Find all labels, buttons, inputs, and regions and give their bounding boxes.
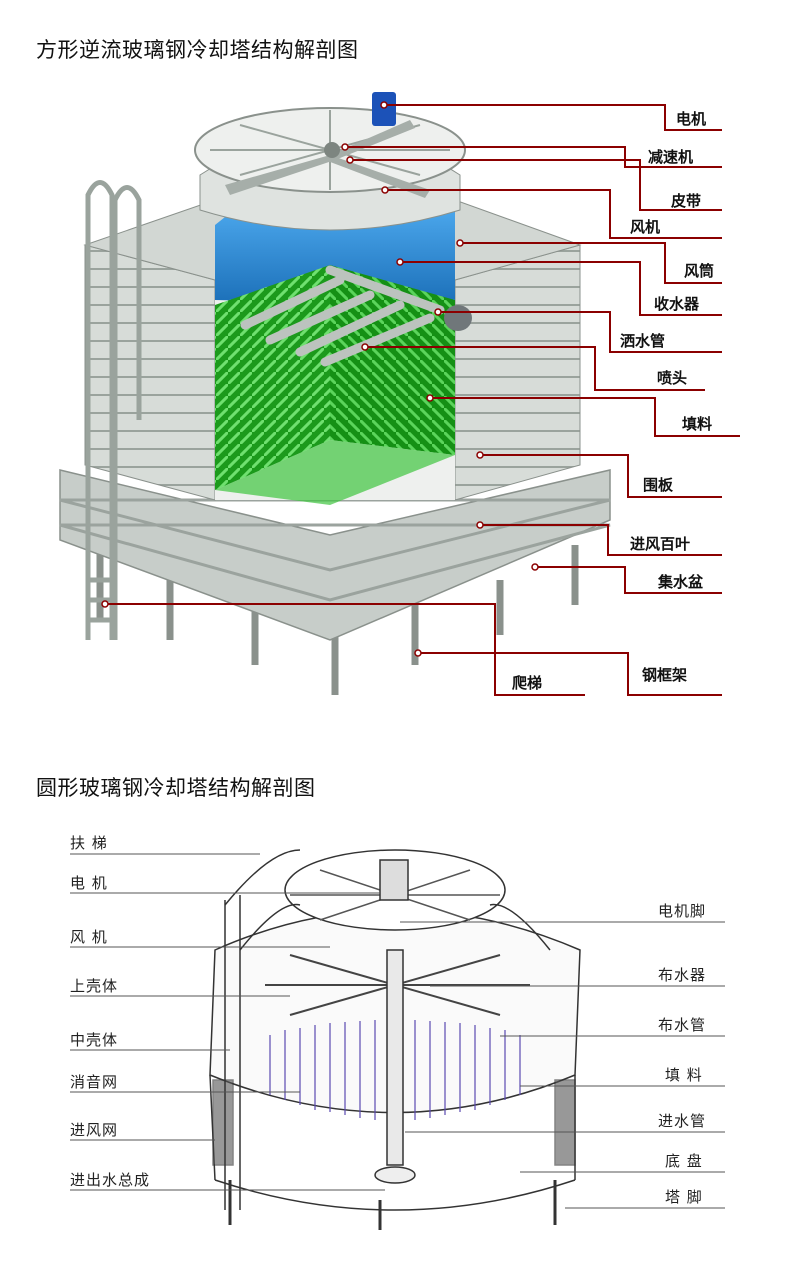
- collecting-basin: [59, 469, 611, 641]
- label-ladder: 爬梯: [512, 674, 543, 692]
- label-round-motor: 电 机: [70, 874, 108, 892]
- label-motor-mount: 电机脚: [658, 902, 707, 920]
- label-belt: 皮带: [671, 192, 702, 210]
- diagram1-title: 方形逆流玻璃钢冷却塔结构解剖图: [36, 38, 359, 62]
- square-tower-illustration: [59, 92, 740, 696]
- label-silencer-mesh: 消音网: [70, 1073, 119, 1091]
- label-distribution-pipe: 布水管: [658, 1016, 707, 1034]
- casing-right: [454, 244, 581, 501]
- label-base-pan: 底 盘: [665, 1152, 703, 1170]
- fan-blades: [225, 120, 430, 198]
- drift-eliminator: [215, 205, 455, 305]
- tower-body: [59, 92, 611, 695]
- casing-left: [84, 244, 216, 501]
- round-leader-lines: [70, 853, 725, 1209]
- round-tower-body: [209, 849, 581, 1230]
- spray-pipes: [240, 265, 445, 367]
- label-casing: 围板: [643, 476, 674, 494]
- label-round-fan: 风 机: [70, 928, 108, 946]
- ladder: [85, 180, 142, 640]
- label-reducer: 减速机: [648, 148, 694, 166]
- label-middle-shell: 中壳体: [70, 1031, 119, 1049]
- square-leader-lines: [105, 104, 740, 696]
- label-fan: 风机: [630, 218, 661, 236]
- label-inlet-pipe: 进水管: [658, 1112, 707, 1130]
- label-nozzle: 喷头: [657, 369, 688, 387]
- label-spray-pipe: 洒水管: [620, 332, 666, 350]
- label-fill: 填料: [682, 415, 713, 433]
- label-distributor: 布水器: [658, 966, 707, 984]
- label-basin: 集水盆: [658, 573, 704, 591]
- label-motor: 电机: [676, 110, 707, 128]
- round-fill: [269, 1020, 521, 1120]
- label-round-fill: 填 料: [665, 1066, 703, 1084]
- motor: [372, 92, 396, 126]
- round-motor: [379, 859, 409, 901]
- label-inlet-mesh: 进风网: [70, 1121, 119, 1139]
- label-steel-frame: 钢框架: [642, 666, 688, 684]
- inlet-pipe-end: [444, 305, 472, 331]
- label-inlet-louver: 进风百叶: [630, 535, 691, 553]
- label-round-ladder: 扶 梯: [70, 834, 108, 852]
- reducer: [324, 142, 340, 158]
- label-water-assembly: 进出水总成: [70, 1171, 151, 1189]
- diagram2-title: 圆形玻璃钢冷却塔结构解剖图: [36, 776, 316, 800]
- label-tower-leg: 塔 脚: [665, 1188, 703, 1206]
- label-drift-eliminator: 收水器: [654, 295, 700, 313]
- fill-media-right: [330, 265, 455, 455]
- label-upper-shell: 上壳体: [70, 977, 119, 995]
- label-fan-stack: 风筒: [684, 262, 715, 280]
- water-outlet: [374, 1166, 416, 1184]
- inlet-pipe: [386, 949, 404, 1166]
- inlet-mesh: [212, 1079, 234, 1166]
